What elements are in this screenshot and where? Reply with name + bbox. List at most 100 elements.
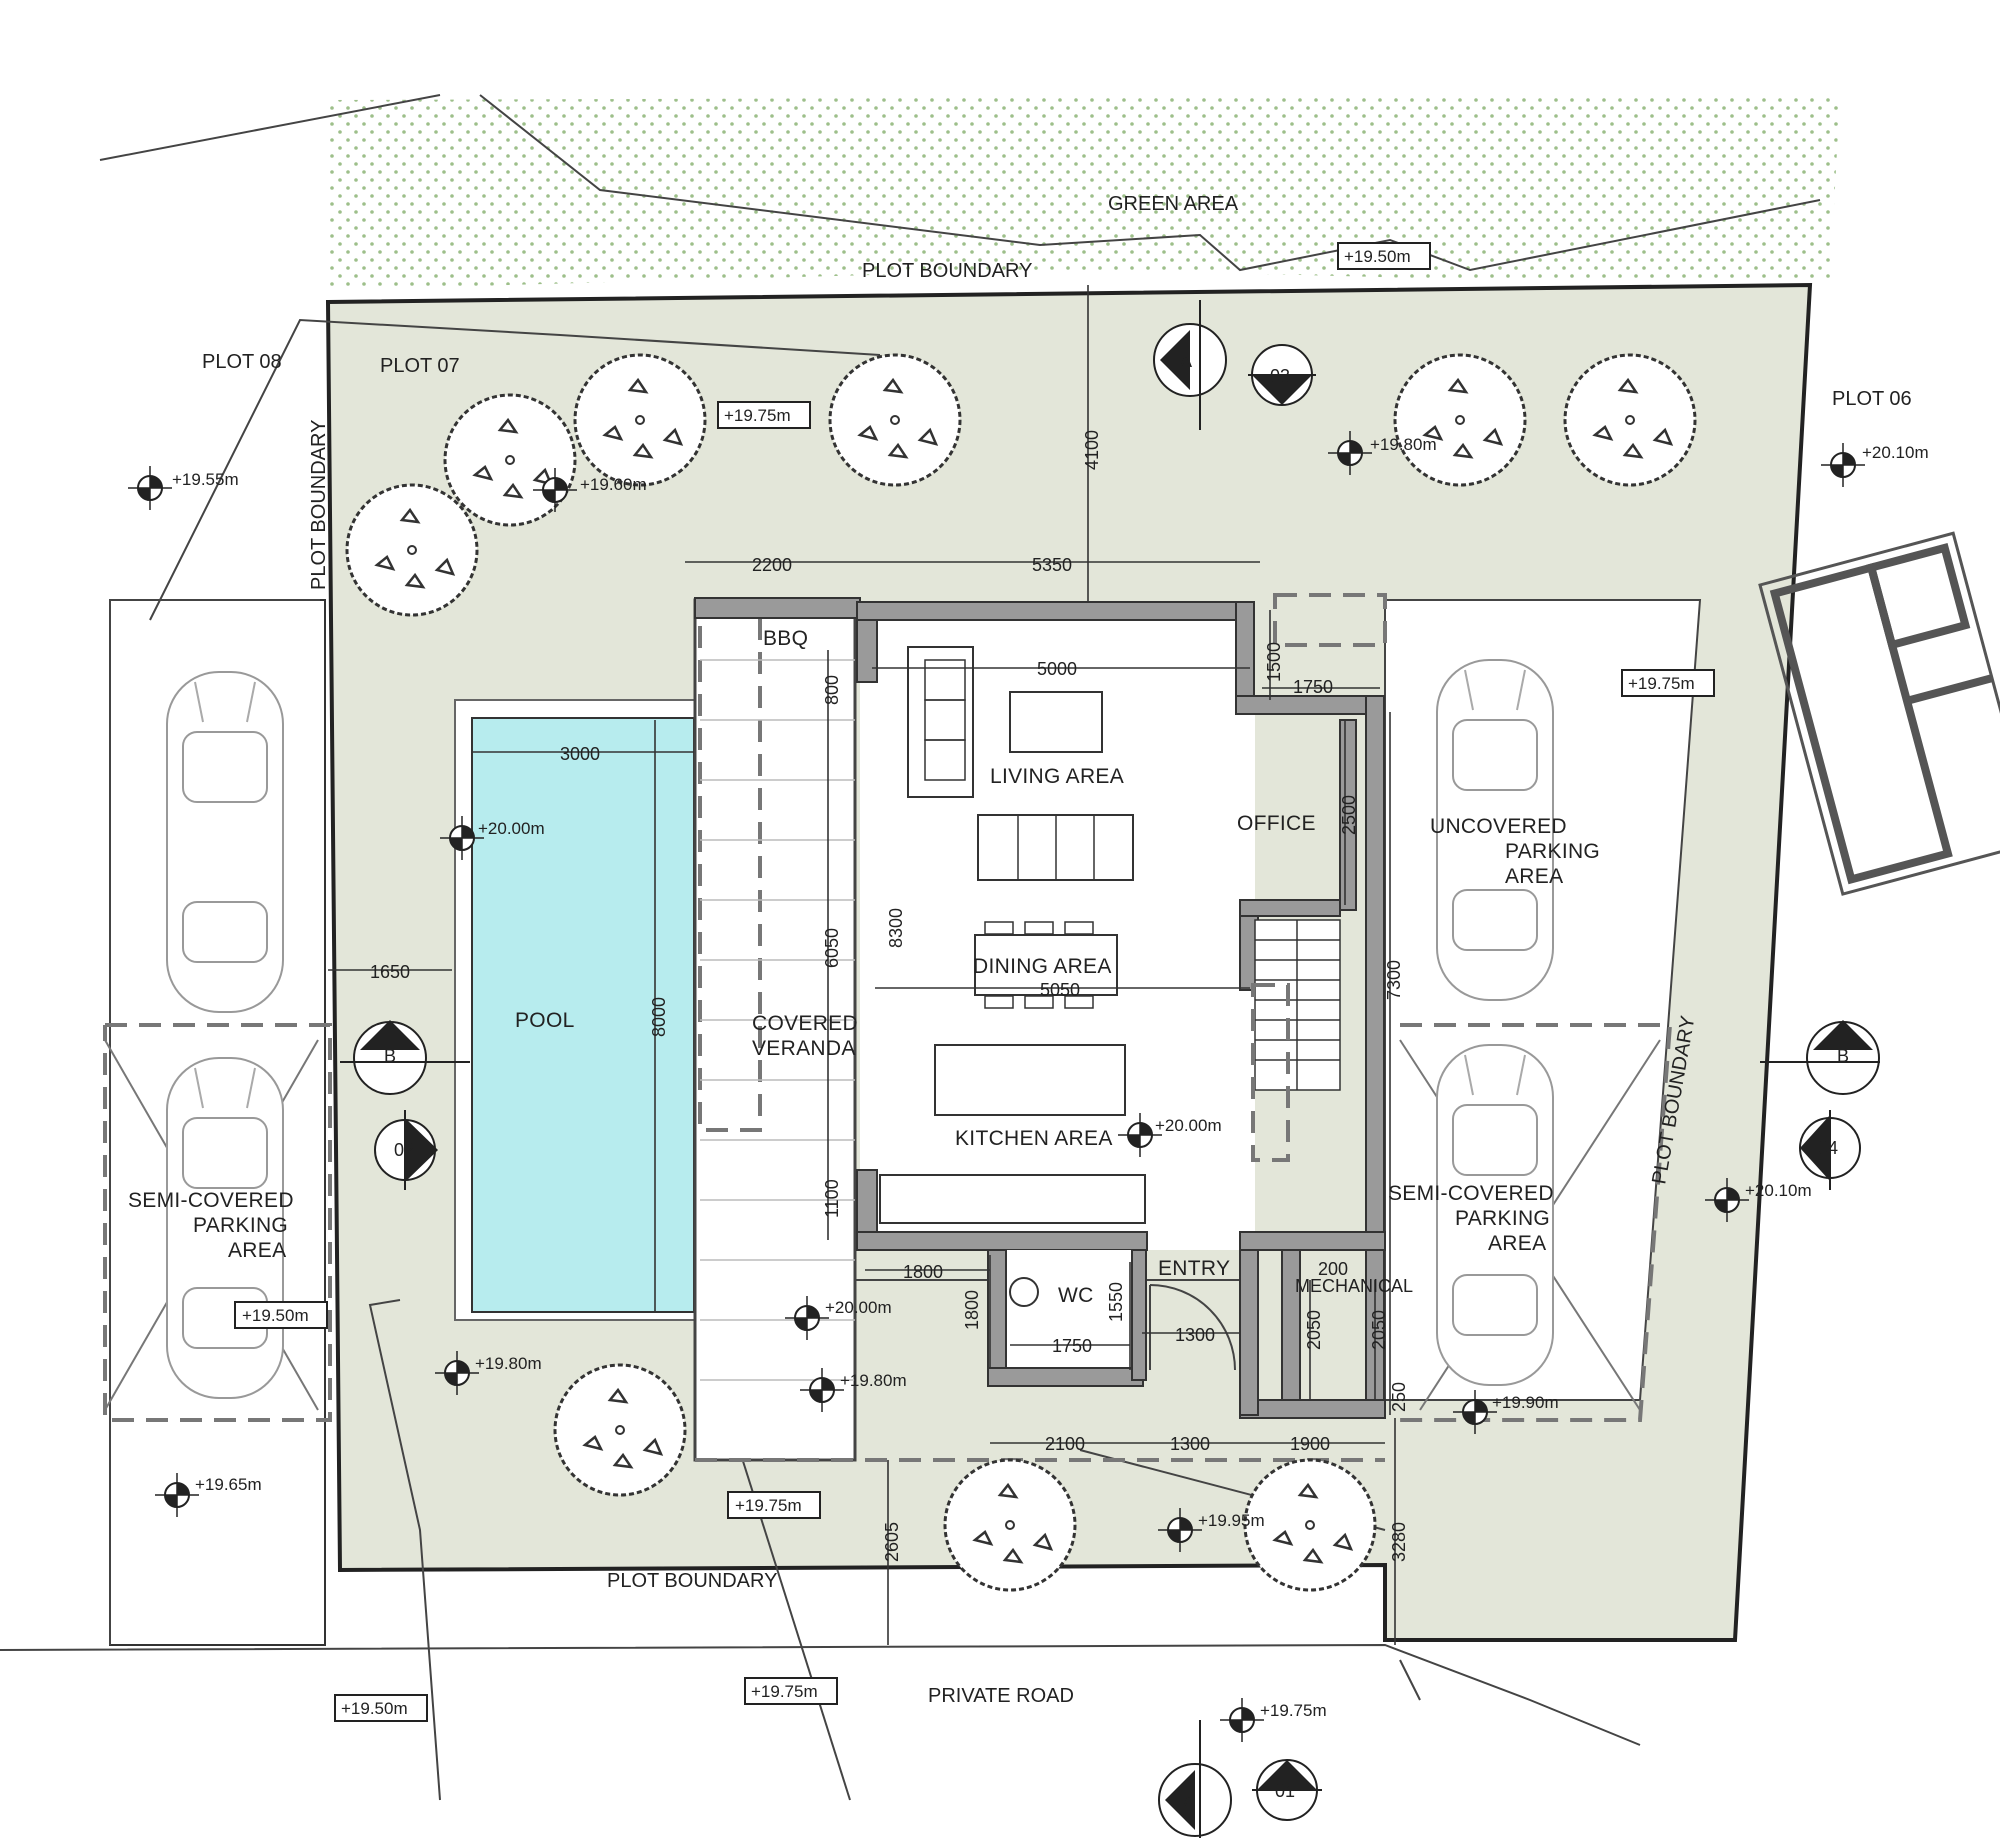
dim-2605: 2605 [882, 1522, 902, 1562]
veranda-label-2: VERANDA [752, 1037, 856, 1060]
level-tree: +19.75m [724, 406, 791, 425]
tree-icon [1393, 353, 1527, 487]
house-wall [856, 601, 1253, 621]
marker-b-left-text: B [384, 1046, 396, 1066]
dim-1300-bottom: 1300 [1170, 1434, 1210, 1454]
dim-2200: 2200 [752, 555, 792, 575]
semi-covered-right-label-1: SEMI-COVERED [1388, 1182, 1554, 1205]
level-left: +19.50m [242, 1306, 309, 1325]
level-right: +19.75m [1628, 674, 1695, 693]
dim-2100: 2100 [1045, 1434, 1085, 1454]
level-1980-top: +19.80m [1370, 435, 1437, 454]
road-edge [0, 1643, 1641, 1746]
wc-label: WC [1058, 1284, 1094, 1307]
house-wall [1239, 899, 1341, 917]
dim-2500: 2500 [1339, 795, 1359, 835]
marker-03-text: 03 [1270, 366, 1290, 386]
level-pool: +20.00m [478, 819, 545, 838]
level-box [727, 1491, 821, 1519]
level-veranda: +20.00m [825, 1298, 892, 1317]
dining-table [974, 921, 1118, 1009]
neighbour-edge [109, 599, 320, 1645]
view-marker-01 [1252, 1759, 1322, 1821]
dim-5050: 5050 [1040, 980, 1080, 1000]
office-wall [1339, 719, 1357, 911]
semi-covered-left [103, 1023, 332, 1422]
level-box [1337, 242, 1431, 270]
uncovered-parking-label-1: UNCOVERED [1430, 815, 1567, 838]
plot-boundary-top-label: PLOT BOUNDARY [862, 260, 1032, 282]
dim-1750-top: 1750 [1293, 677, 1333, 697]
living-sofa [907, 646, 974, 798]
tree-icon [573, 353, 707, 487]
level-road: +19.50m [341, 1699, 408, 1718]
plot-07-label: PLOT 07 [380, 355, 460, 377]
dim-5000: 5000 [1037, 659, 1077, 679]
private-road-label: PRIVATE ROAD [928, 1685, 1074, 1707]
level-veranda-2: +19.80m [840, 1371, 907, 1390]
dim-2050-b: 2050 [1369, 1310, 1389, 1350]
uncovered-parking-label-2: PARKING [1505, 840, 1600, 863]
semi-covered-left-label-3: AREA [228, 1239, 286, 1262]
level-road-2: +19.75m [751, 1682, 818, 1701]
context-line [479, 94, 1821, 272]
neighbour-structure [1758, 531, 2000, 896]
level-kitchen: +20.00m [1155, 1116, 1222, 1135]
marker-b-right-text: B [1837, 1046, 1849, 1066]
level-2010-a: +20.10m [1862, 443, 1929, 462]
context-line [368, 1299, 441, 1801]
context-line [149, 318, 881, 621]
level-box [234, 1301, 328, 1329]
dim-1300-entry: 1300 [1175, 1325, 1215, 1345]
veranda-dashed [698, 608, 762, 1132]
dim-250: 250 [1389, 1382, 1409, 1412]
marker-a-bottom-text: A [1183, 1791, 1195, 1811]
bbq-label: BBQ [763, 627, 808, 650]
kitchen-island [934, 1044, 1126, 1116]
section-marker-a-top [1153, 300, 1227, 430]
semi-covered-right [1400, 1023, 1673, 1422]
dim-2050-a: 2050 [1304, 1310, 1324, 1350]
plot-boundary-bottom-label: PLOT BOUNDARY [607, 1570, 777, 1592]
entry-label: ENTRY [1158, 1257, 1230, 1280]
veranda-paving [700, 659, 855, 1381]
wc-fixture [1009, 1277, 1039, 1307]
tree-icon [345, 483, 479, 617]
coffee-table [1009, 691, 1103, 753]
dim-1800-h: 1800 [903, 1262, 943, 1282]
staircase [1254, 919, 1341, 1091]
level-box [744, 1677, 838, 1705]
pergola-dashed [1273, 593, 1387, 647]
level-1990: +19.90m [1492, 1393, 1559, 1412]
dim-1550: 1550 [1106, 1282, 1126, 1322]
uncovered-parking-label-3: AREA [1505, 865, 1563, 888]
wc-wall [1131, 1249, 1147, 1381]
level-marker-icon [127, 465, 173, 511]
house-wall [1235, 695, 1367, 715]
living-area-label: LIVING AREA [990, 765, 1124, 788]
dim-800: 800 [822, 675, 842, 705]
bbq-wall [694, 597, 861, 619]
plot-06-label: PLOT 06 [1832, 388, 1912, 410]
mechanical-label: MECHANICAL [1295, 1276, 1413, 1296]
dim-1650: 1650 [370, 962, 410, 982]
tree-icon [943, 1458, 1077, 1592]
level-marker-icon [1820, 442, 1866, 488]
mech-wall [1281, 1249, 1301, 1401]
level-1960: +19.60m [580, 475, 647, 494]
kitchen-counter [879, 1174, 1146, 1224]
dim-1100: 1100 [822, 1179, 842, 1218]
dim-7300: 7300 [1384, 960, 1404, 1000]
wc-room [990, 1250, 1135, 1385]
context-line [729, 1419, 851, 1801]
view-marker-02 [374, 1110, 438, 1190]
semi-covered-left-label-1: SEMI-COVERED [128, 1189, 294, 1212]
kitchen-area-label: KITCHEN AREA [955, 1127, 1113, 1150]
level-1965: +19.65m [195, 1475, 262, 1494]
dim-3000: 3000 [560, 744, 600, 764]
level-road-right: +19.75m [1260, 1701, 1327, 1720]
tree-icon [553, 1363, 687, 1497]
section-marker-b-right [1760, 1020, 1880, 1095]
green-area [330, 95, 1840, 290]
